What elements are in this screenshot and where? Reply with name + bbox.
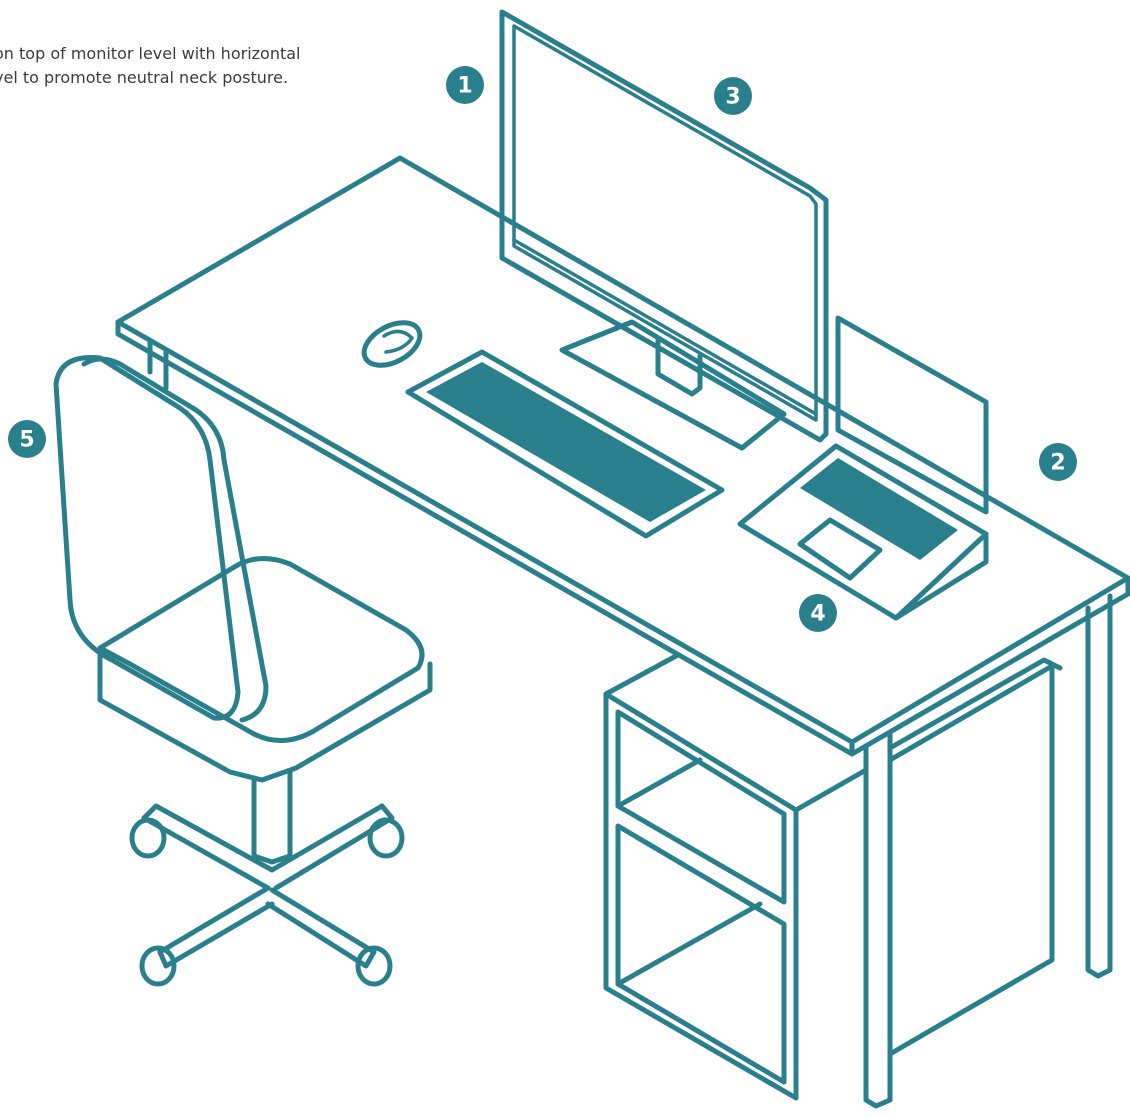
badge-1-label: 1 [457,74,472,99]
desk-icon [118,158,1128,1106]
badge-1: 1 [446,66,484,104]
badge-3-label: 3 [725,85,740,110]
badge-4-label: 4 [810,602,825,627]
drawer-cabinet-icon [606,656,1052,1098]
keyboard-icon [408,352,722,536]
caption-text: on top of monitor level with horizontal … [0,42,394,90]
office-chair-icon [56,358,430,984]
badge-5-label: 5 [19,428,34,453]
badge-2-label: 2 [1050,451,1065,476]
laptop-icon [740,318,986,618]
badge-4: 4 [799,594,837,632]
mouse-icon [357,314,427,374]
badge-3: 3 [714,77,752,115]
badge-2: 2 [1039,443,1077,481]
badge-5: 5 [8,420,46,458]
monitor-icon [502,12,826,448]
